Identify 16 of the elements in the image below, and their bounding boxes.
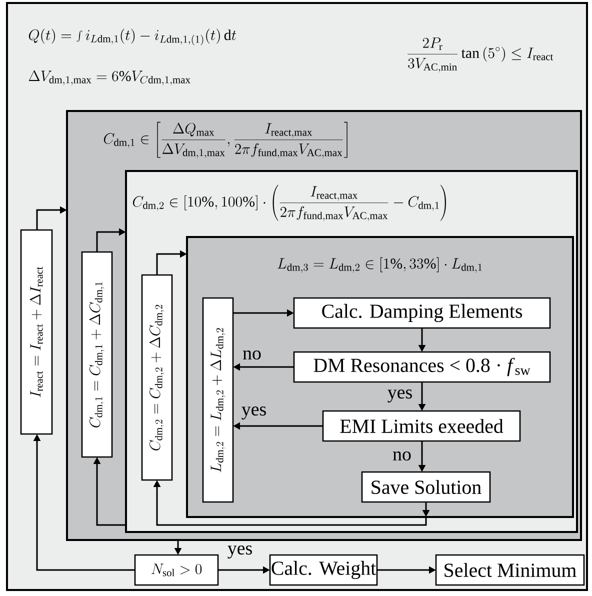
update-box: $C_{\mathrm{dm},2} = C_{\mathrm{dm},2} + \Delta C_{\mathrm{dm},2}$ [141,274,173,481]
update-box: $I_\mathrm{react} = I_\mathrm{react} + \Delta I_\mathrm{react}$ [20,229,53,435]
update-box: $C_{\mathrm{dm},1} = C_{\mathrm{dm},1} + \Delta C_{\mathrm{dm},1}$ [81,251,113,458]
edge-label: yes [388,390,412,402]
process-box: Calc. Damping Elements [293,297,551,329]
edge-label: yes [228,546,252,558]
edge-label: yes [242,406,266,420]
process-box: Save Solution [361,471,491,503]
process-box: DM Resonances < 0.8 · f$_{sw}$ [293,351,551,383]
process-box: EMI Limits exeeded [322,410,521,442]
update-box: $L_{\mathrm{dm},2} = L_{\mathrm{dm},2} + \Delta L_{\mathrm{dm},2}$ [202,297,234,503]
edge-label: no [242,350,261,360]
process-box: Select Minimum [435,554,585,586]
process-box: Calc. Weight [269,554,378,586]
process-box: $N_\mathrm{sol} > 0$ [134,554,219,586]
edge-label: no [392,451,411,461]
